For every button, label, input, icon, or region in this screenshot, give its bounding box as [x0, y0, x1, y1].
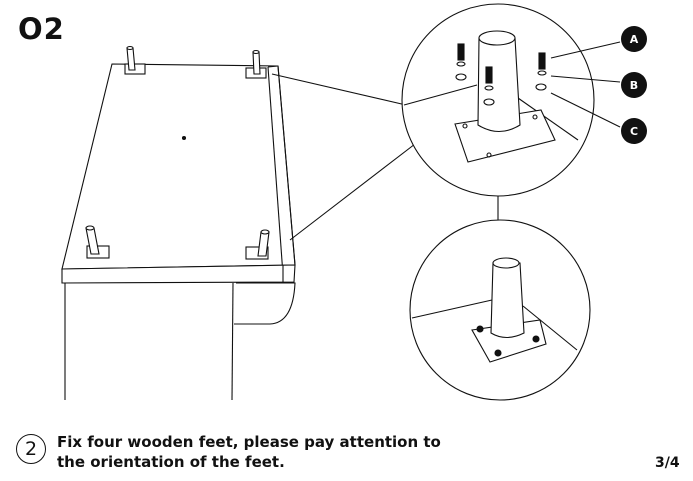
- step-code: O2: [18, 12, 65, 46]
- foot-top-left: [124, 45, 146, 75]
- detail-circle-exploded: [401, 3, 595, 232]
- callout-b-label: B: [630, 79, 638, 92]
- callout-c: C: [621, 118, 647, 144]
- foot-bottom-left: [85, 225, 110, 259]
- step-number-badge: 2: [16, 434, 46, 464]
- foot-bottom-right: [245, 229, 270, 260]
- callout-a: A: [621, 26, 647, 52]
- instruction-text: Fix four wooden feet, please pay attenti…: [57, 432, 441, 472]
- foot-top-right: [245, 49, 267, 79]
- instruction-line-2: the orientation of the feet.: [57, 453, 285, 471]
- cabinet-drawing: [61, 45, 296, 401]
- detail-circle-assembled: [409, 219, 591, 401]
- page-number: 3/4: [655, 455, 680, 471]
- callout-b: B: [621, 72, 647, 98]
- callout-c-label: C: [630, 125, 638, 138]
- instruction-line-1: Fix four wooden feet, please pay attenti…: [57, 433, 441, 451]
- callout-a-label: A: [630, 33, 639, 46]
